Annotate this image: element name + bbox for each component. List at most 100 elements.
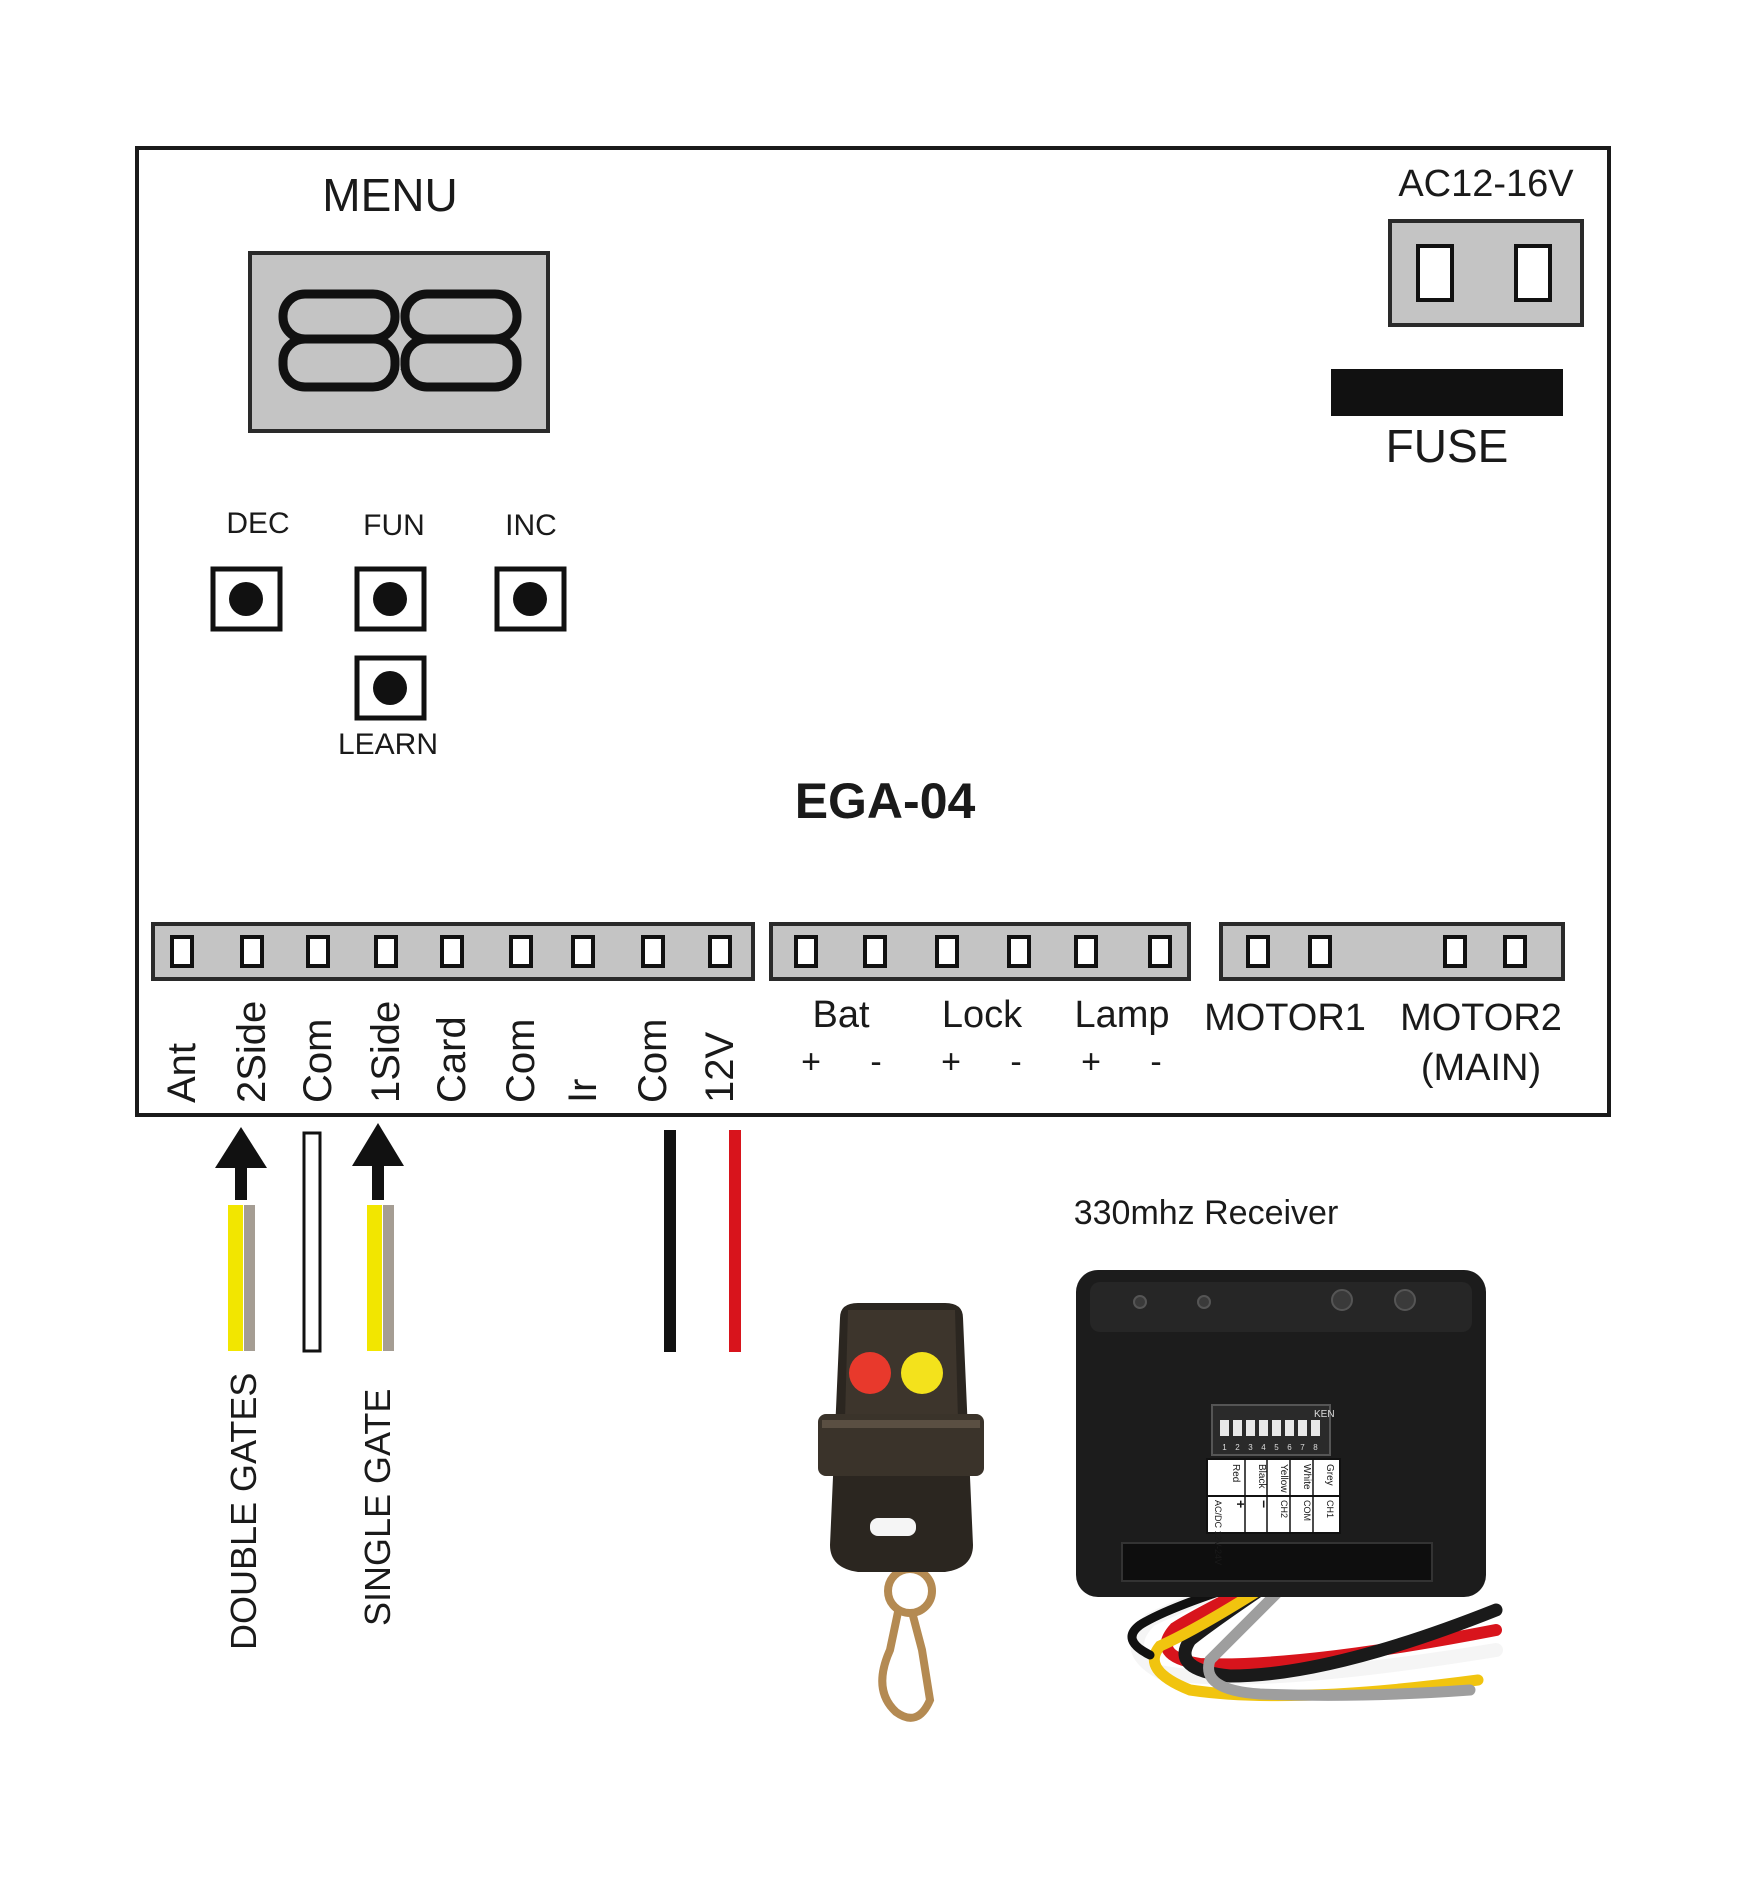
terminal-pin [794,935,818,968]
terminal-pin [1074,935,1098,968]
terminal-pin [1007,935,1031,968]
dip-number: 2 [1235,1443,1240,1452]
dip-number: 8 [1313,1443,1318,1452]
dip-number: 3 [1248,1443,1253,1452]
receiver-wire-bundle [1127,1566,1503,1702]
terminal-strip-inputs [151,922,755,981]
pinout-function-label: CH1 [1325,1500,1335,1518]
terminal-pin [641,935,665,968]
lamp-label: Lamp [1074,994,1169,1036]
dip-key [1233,1420,1242,1436]
pinout-color-label: Grey [1324,1464,1335,1486]
terminal-pin [170,935,194,968]
terminal-label-12v: 12V [698,1032,742,1103]
dip-label: KEN [1314,1409,1335,1420]
terminal-pin [509,935,533,968]
terminal-pin [708,935,732,968]
power-pin-2 [1514,244,1552,302]
terminal-strip-motors [1219,922,1565,981]
motor2-label: MOTOR2 [1400,997,1562,1039]
display-value: 88 [400,369,402,371]
dip-key [1272,1420,1281,1436]
dip-key [1285,1420,1294,1436]
com-white-wire [302,1131,322,1353]
terminal-pin [306,935,330,968]
terminal-pin [863,935,887,968]
terminal-pin [1148,935,1172,968]
terminal-pin [374,935,398,968]
pinout-function-label: COM [1302,1500,1312,1521]
seven-segment-display: 88 [248,251,550,433]
terminal-pin [1443,935,1467,968]
bat-plus: + [801,1043,821,1081]
terminal-pin [1246,935,1270,968]
lamp-minus: - [1150,1043,1161,1081]
lamp-plus: + [1081,1043,1101,1081]
power-pin-1 [1416,244,1454,302]
single-gate-wire [367,1205,394,1351]
remote-button-yellow [901,1352,943,1394]
terminal-label-ant: Ant [160,1043,204,1103]
motor1-label: MOTOR1 [1204,997,1366,1039]
arrow-up-icon [215,1127,267,1200]
terminal-label-1side: 1Side [364,1001,408,1103]
lock-plus: + [941,1043,961,1081]
lock-minus: - [1010,1043,1021,1081]
fuse [1331,369,1563,416]
digit-8-right [400,289,522,392]
model-label: EGA-04 [795,773,976,829]
terminal-label-com: Com [499,1019,543,1103]
keyring-clip [878,1565,936,1722]
mounting-holes [1133,1289,1416,1311]
terminal-strip-outputs [769,922,1191,981]
learn-label: LEARN [338,728,438,761]
digit-8-left [278,289,400,392]
remote-keyfob [818,1303,984,1722]
power-label: AC12-16V [1398,163,1574,205]
fun-label: FUN [363,509,425,542]
terminal-label-card: Card [430,1016,474,1103]
pinout-color-label: Yellow [1278,1464,1289,1493]
pinout-function-label: + [1233,1500,1249,1508]
terminal-pin [935,935,959,968]
inc-button[interactable] [494,566,567,632]
arrow-up-icon [352,1123,404,1200]
pinout-function-label: CH2 [1279,1500,1289,1518]
dec-button[interactable] [210,566,283,632]
red-wire [729,1130,741,1352]
bat-minus: - [870,1043,881,1081]
dip-number: 4 [1261,1443,1266,1452]
learn-button[interactable] [354,655,427,721]
pinout-function-label: − [1256,1500,1272,1508]
terminal-pin [1503,935,1527,968]
fun-button[interactable] [354,566,427,632]
terminal-pin [440,935,464,968]
pinout-function-label: AC/DC 12V-24V [1213,1500,1223,1565]
receiver-title: 330mhz Receiver [1074,1194,1339,1232]
fuse-label: FUSE [1386,420,1509,472]
terminal-pin [571,935,595,968]
pinout-color-label: Black [1256,1464,1267,1489]
dec-label: DEC [226,507,289,540]
double-gates-wire [228,1205,255,1351]
single-gate-label: SINGLE GATE [357,1389,398,1626]
motor2-sub-label: (MAIN) [1421,1047,1541,1089]
dip-number: 1 [1222,1443,1227,1452]
dip-number: 5 [1274,1443,1279,1452]
terminal-label-com: Com [631,1019,675,1103]
terminal-pin [1308,935,1332,968]
dip-key [1220,1420,1229,1436]
terminal-pin [240,935,264,968]
pinout-color-label: Red [1230,1464,1241,1482]
black-wire [664,1130,676,1352]
terminal-label-ir: Ir [561,1079,605,1103]
dip-key [1298,1420,1307,1436]
terminal-label-2side: 2Side [230,1001,274,1103]
terminal-label-com: Com [296,1019,340,1103]
dip-key [1259,1420,1268,1436]
